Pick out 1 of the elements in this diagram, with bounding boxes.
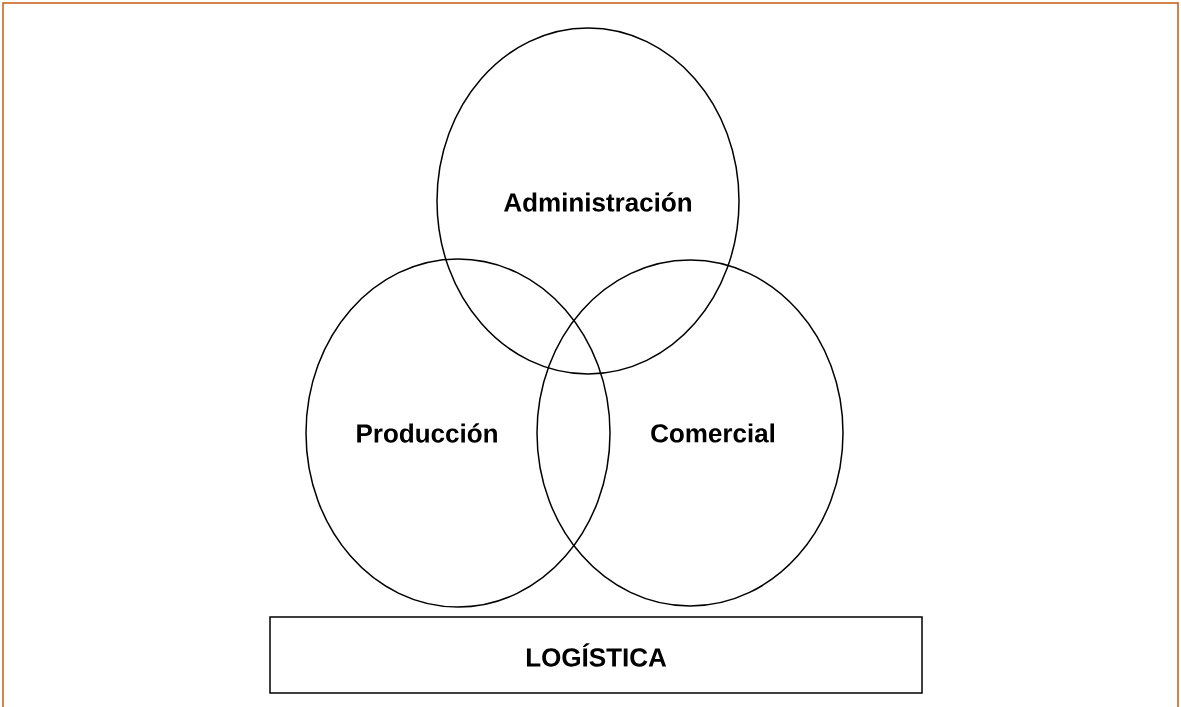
- label-box: LOGÍSTICA: [269, 616, 923, 694]
